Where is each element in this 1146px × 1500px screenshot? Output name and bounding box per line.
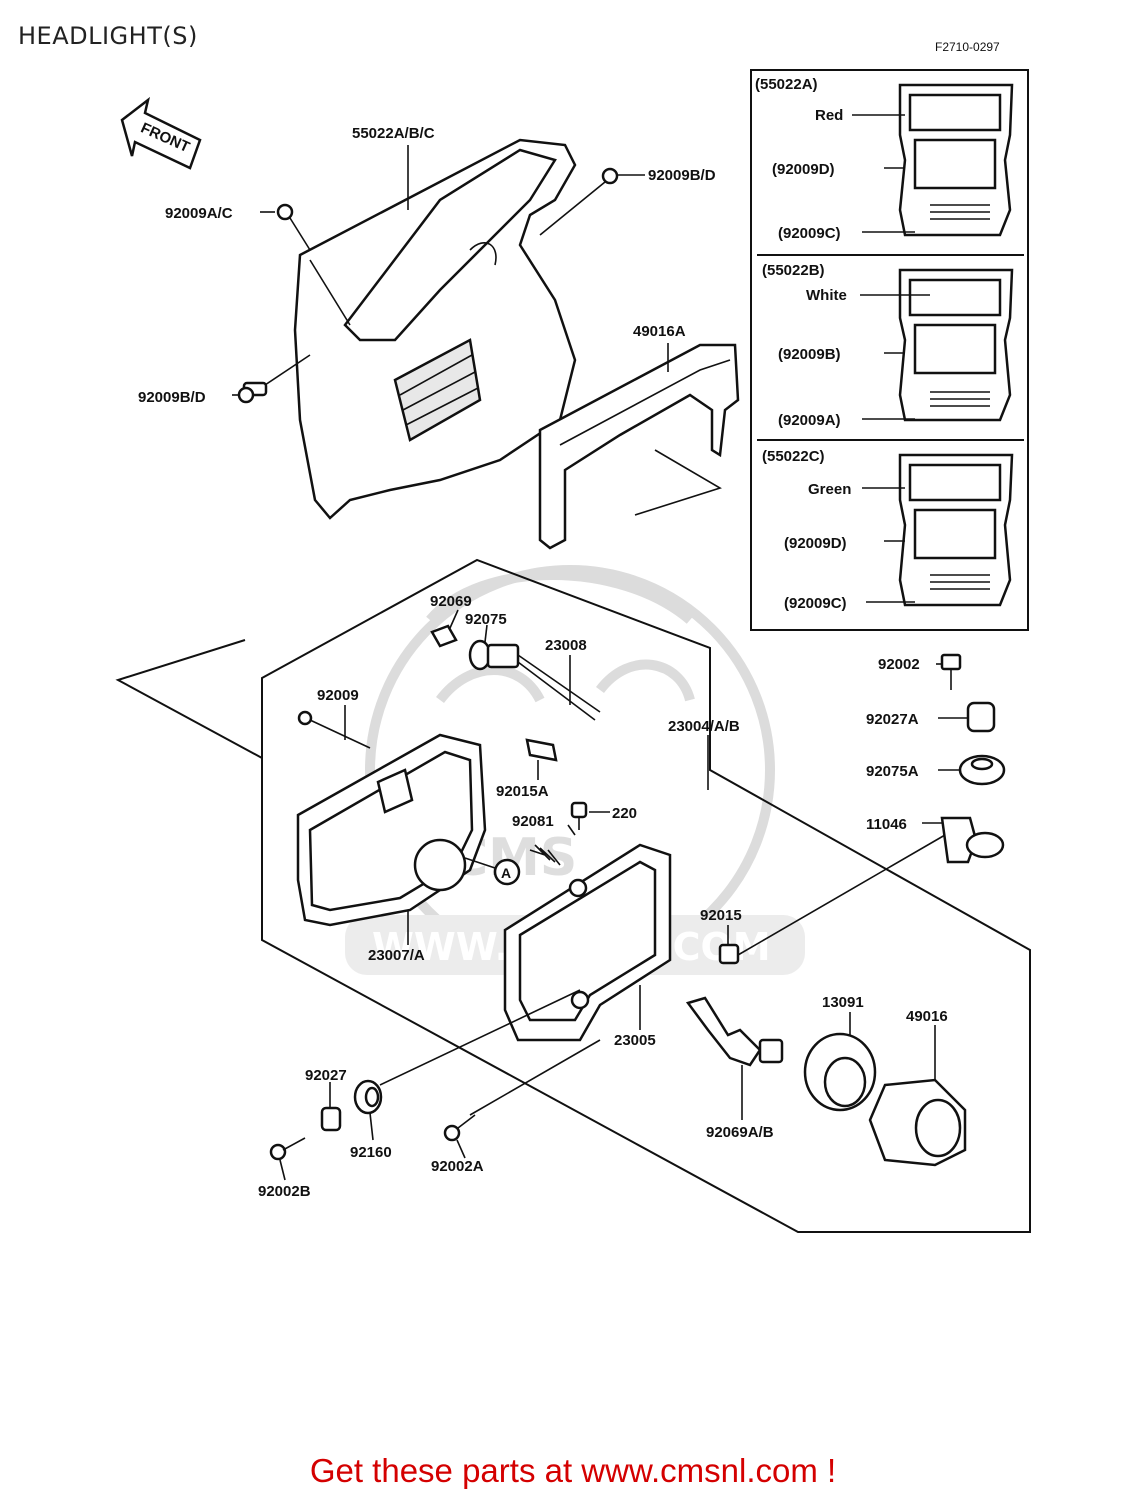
label-unit-23007: 23007/A xyxy=(368,947,425,964)
label-screw-left-bottom: 92009B/D xyxy=(138,389,206,406)
inset-b-screw-bottom: (92009A) xyxy=(778,412,841,429)
inset-a-screw-top: (92009D) xyxy=(772,161,835,178)
inset-a-color: Red xyxy=(815,107,843,124)
label-screw-left-top: 92009A/C xyxy=(165,205,233,222)
grommet-92160[interactable] xyxy=(353,1079,383,1115)
headlight-cowl[interactable] xyxy=(293,138,577,520)
label-nut-92015: 92015 xyxy=(700,907,742,924)
mount-frame-23005[interactable] xyxy=(503,843,672,1042)
inset-c-screw-bottom: (92009C) xyxy=(784,595,847,612)
inset-b-color: White xyxy=(806,287,847,304)
bolt-92002a[interactable] xyxy=(443,1114,476,1142)
cap-49016[interactable] xyxy=(868,1078,967,1167)
label-socket-92075: 92075 xyxy=(465,611,507,628)
label-bulb-92069ab: 92069A/B xyxy=(706,1124,774,1141)
collar-92027a[interactable] xyxy=(938,701,996,733)
label-wire-23008: 23008 xyxy=(545,637,587,654)
variant-c-cowl[interactable] xyxy=(898,453,1014,607)
screw-92009bd-top[interactable] xyxy=(539,167,619,236)
nut-92015[interactable] xyxy=(718,943,740,965)
label-socket-13091: 13091 xyxy=(822,994,864,1011)
grommet-92075a[interactable] xyxy=(938,754,1006,786)
bolt-92002[interactable] xyxy=(936,653,962,690)
label-hw-92075a: 92075A xyxy=(866,763,919,780)
parts-diagram: CMS WWW.CMSNL.COM FRONT xyxy=(115,69,1031,1233)
label-frame-23005: 23005 xyxy=(614,1032,656,1049)
marker-a: A xyxy=(464,857,521,886)
label-bracket: 49016A xyxy=(633,323,686,340)
label-assy-23004: 23004/A/B xyxy=(668,718,740,735)
collar-92027[interactable] xyxy=(320,1106,342,1132)
clip-92015a[interactable] xyxy=(525,738,558,762)
label-screw-right-top: 92009B/D xyxy=(648,167,716,184)
label-collar-92027: 92027 xyxy=(305,1067,347,1084)
clip-92069[interactable] xyxy=(430,624,458,648)
screw-92009bd-left[interactable] xyxy=(237,354,311,404)
label-bolt-92009: 92009 xyxy=(317,687,359,704)
label-bolt-92002a: 92002A xyxy=(431,1158,484,1175)
inset-b-screw-top: (92009B) xyxy=(778,346,841,363)
screw-220[interactable] xyxy=(570,801,588,830)
label-hw-92002: 92002 xyxy=(878,656,920,673)
inset-a-code: (55022A) xyxy=(755,76,818,93)
bolt-92002b[interactable] xyxy=(269,1137,306,1161)
inset-b-code: (55022B) xyxy=(762,262,825,279)
label-hw-92027a: 92027A xyxy=(866,711,919,728)
page-title: HEADLIGHT(S) xyxy=(18,22,198,50)
wire-23008[interactable] xyxy=(517,654,601,721)
variant-b-cowl[interactable] xyxy=(898,268,1014,422)
footer-cta-link[interactable]: Get these parts at www.cmsnl.com ! xyxy=(309,1452,837,1489)
bulb-92069ab[interactable] xyxy=(685,996,784,1067)
inset-c-code: (55022C) xyxy=(762,448,825,465)
label-clip-92069: 92069 xyxy=(430,593,472,610)
label-clip-92015a: 92015A xyxy=(496,783,549,800)
bracket-49016a[interactable] xyxy=(538,343,740,550)
variant-a-cowl[interactable] xyxy=(898,83,1014,237)
label-cap-49016: 49016 xyxy=(906,1008,948,1025)
label-grommet-92160: 92160 xyxy=(350,1144,392,1161)
variant-inset xyxy=(750,69,1029,631)
label-bolt-92002b: 92002B xyxy=(258,1183,311,1200)
front-arrow: FRONT xyxy=(120,96,202,170)
inset-a-screw-bottom: (92009C) xyxy=(778,225,841,242)
socket-92075[interactable] xyxy=(468,639,520,671)
bracket-11046[interactable] xyxy=(922,816,1005,864)
marker-a-label: A xyxy=(501,865,511,881)
inset-c-color: Green xyxy=(808,481,851,498)
watermark: CMS WWW.CMSNL.COM xyxy=(345,565,805,975)
spring-92081[interactable] xyxy=(529,844,561,866)
inset-c-screw-top: (92009D) xyxy=(784,535,847,552)
label-cowl: 55022A/B/C xyxy=(352,125,435,142)
headlight-unit-23007[interactable] xyxy=(296,733,487,927)
label-hw-11046: 11046 xyxy=(866,816,907,833)
label-screw-220: 220 xyxy=(612,805,637,822)
assembly-frame-23004 xyxy=(115,558,1031,1233)
bolt-92009[interactable] xyxy=(297,710,371,749)
label-spring-92081: 92081 xyxy=(512,813,554,830)
socket-13091[interactable] xyxy=(803,1032,877,1112)
screw-92009ac[interactable] xyxy=(276,203,311,251)
diagram-code: F2710-0297 xyxy=(935,40,1000,54)
